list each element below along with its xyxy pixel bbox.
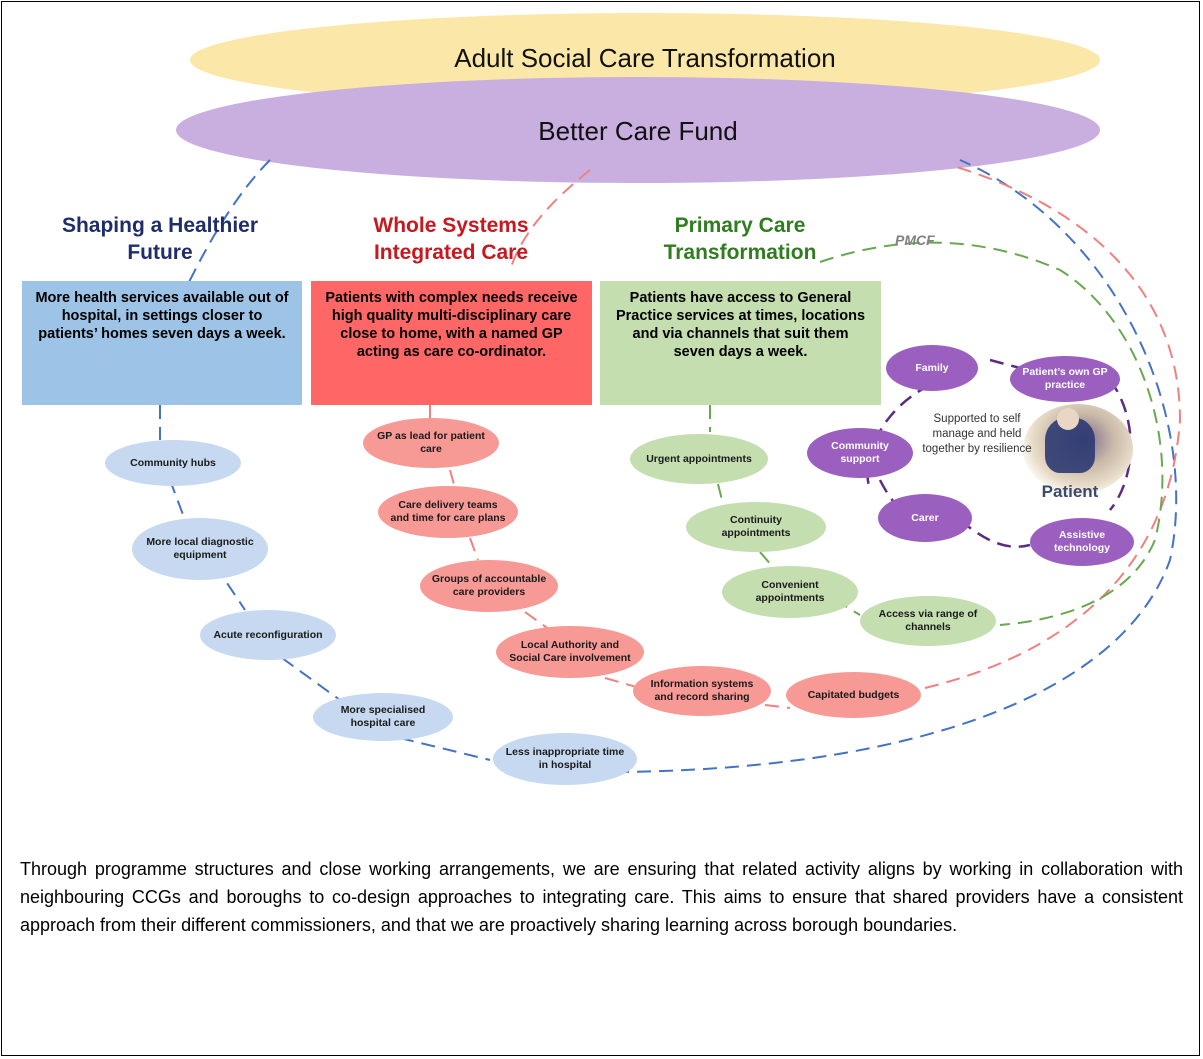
node-community-support: Community support bbox=[807, 428, 913, 478]
primary-care-box-bg bbox=[600, 281, 881, 405]
whole-systems-heading: Whole Systems Integrated Care bbox=[322, 212, 580, 266]
node-community-hubs: Community hubs bbox=[105, 440, 241, 486]
blue-path-outer bbox=[614, 159, 1178, 773]
blue-path-spine bbox=[159, 405, 491, 761]
body-paragraph: Through programme structures and close w… bbox=[20, 859, 1183, 935]
better-care-fund-ellipse bbox=[176, 77, 1100, 183]
node-care-delivery: Care delivery teams and time for care pl… bbox=[378, 486, 518, 538]
node-urgent-appointments: Urgent appointments bbox=[630, 434, 768, 484]
node-assistive-technology: Assistive technology bbox=[1030, 518, 1134, 566]
whole-systems-heading-line2: Integrated Care bbox=[373, 241, 529, 264]
blue-path-top bbox=[184, 159, 271, 291]
whole-systems-box: Patients with complex needs receive high… bbox=[325, 290, 578, 360]
node-acute-reconfiguration: Acute reconfiguration bbox=[200, 610, 336, 660]
shaping-heading-line1: Shaping a Healthier bbox=[61, 214, 259, 237]
node-accountable-providers: Groups of accountable care providers bbox=[420, 560, 558, 612]
node-carer: Carer bbox=[878, 494, 972, 542]
primary-care-box: Patients have access to General Practice… bbox=[615, 290, 866, 360]
red-path-top bbox=[509, 169, 591, 271]
node-access-channels: Access via range of channels bbox=[860, 596, 996, 646]
green-path-spine bbox=[709, 405, 861, 616]
primary-care-heading-line1: Primary Care bbox=[674, 214, 806, 237]
node-capitated-budgets: Capitated budgets bbox=[786, 672, 921, 718]
better-care-fund-title: Better Care Fund bbox=[538, 116, 737, 146]
adult-social-care-title: Adult Social Care Transformation bbox=[454, 43, 836, 73]
node-specialised-care: More specialised hospital care bbox=[313, 693, 453, 741]
node-local-authority: Local Authority and Social Care involvem… bbox=[496, 626, 644, 678]
primary-care-heading: Primary Care Transformation bbox=[620, 212, 860, 266]
node-own-gp-practice: Patient’s own GP practice bbox=[1010, 356, 1120, 402]
pmcf-label: PMCF bbox=[895, 232, 935, 248]
whole-systems-box-bg bbox=[311, 281, 592, 405]
node-convenient-appointments: Convenient appointments bbox=[722, 566, 858, 618]
red-path-outer bbox=[924, 164, 1182, 689]
patient-support-text: Supported to self manage and held togeth… bbox=[922, 413, 1032, 455]
red-path-spine bbox=[429, 405, 791, 709]
shaping-heading-line2: Future bbox=[127, 241, 193, 264]
node-gp-lead: GP as lead for patient care bbox=[363, 418, 499, 468]
node-information-systems: Information systems and record sharing bbox=[633, 666, 771, 716]
green-path-pmcf bbox=[819, 241, 1164, 626]
node-continuity-appointments: Continuity appointments bbox=[686, 502, 826, 552]
node-family: Family bbox=[886, 345, 978, 391]
shaping-box-bg bbox=[22, 281, 302, 405]
shaping-box: More health services available out of ho… bbox=[35, 290, 289, 342]
patient-label: Patient bbox=[1041, 482, 1099, 501]
patient-head bbox=[1057, 408, 1079, 430]
node-local-diagnostic: More local diagnostic equipment bbox=[132, 518, 268, 580]
whole-systems-heading-line1: Whole Systems bbox=[373, 214, 529, 237]
shaping-heading: Shaping a Healthier Future bbox=[30, 212, 290, 266]
node-less-time-hospital: Less inappropriate time in hospital bbox=[493, 733, 637, 785]
primary-care-heading-line2: Transformation bbox=[663, 241, 817, 264]
